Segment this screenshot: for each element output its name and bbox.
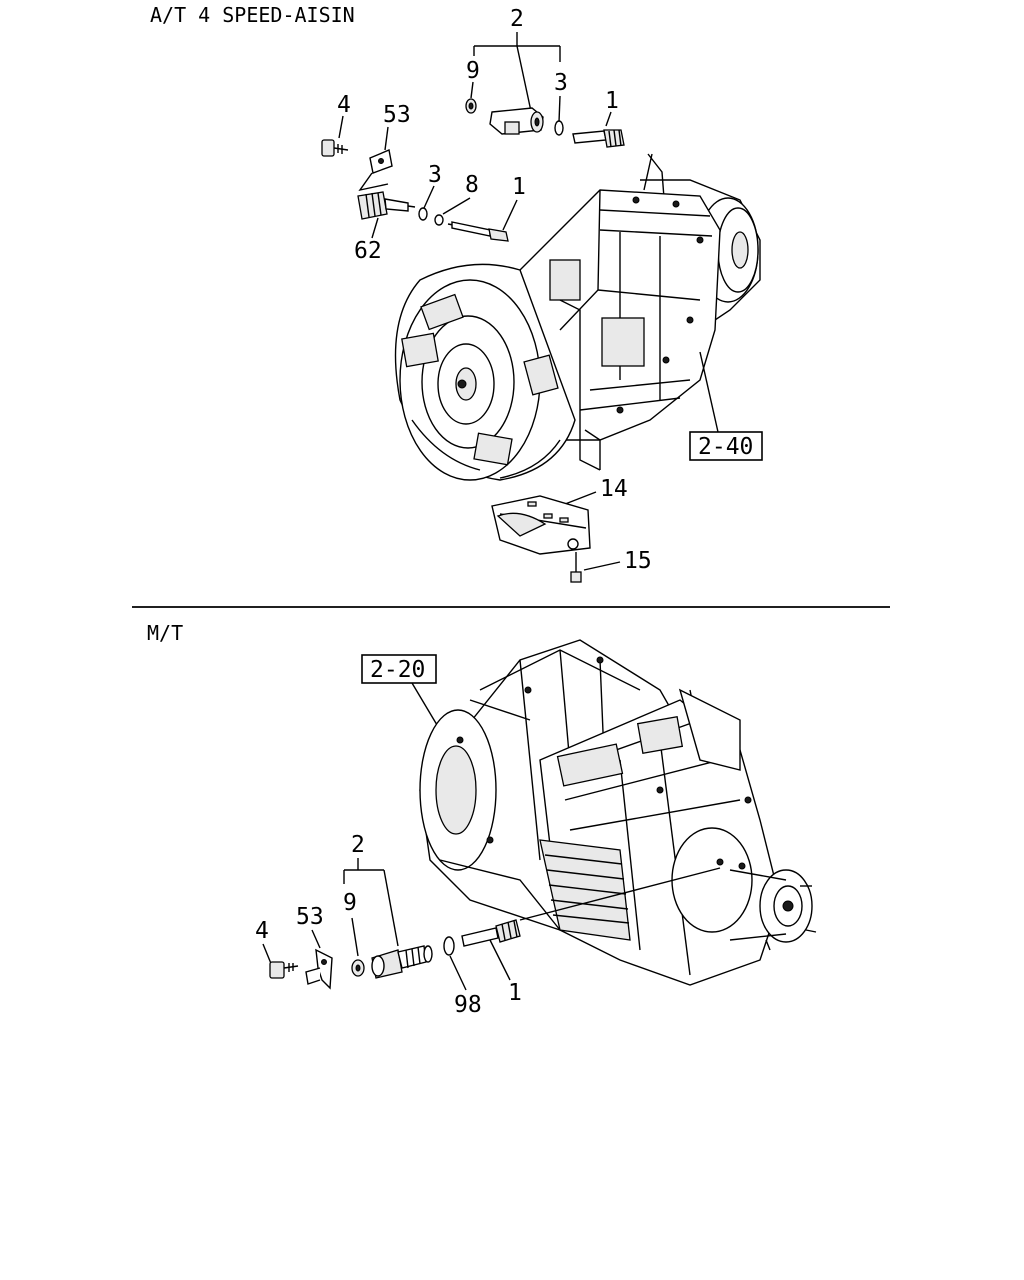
at-callout-2: 2 [510,6,524,32]
mt-sleeve-2-icon [371,945,433,979]
at-ring-8-icon [434,214,444,226]
ref-2-40: 2-40 [698,434,753,460]
ref-box-2-20 [361,654,437,684]
mt-plug-9-icon [351,959,365,977]
at-oring-3b-icon [418,207,428,221]
at-bracket-2 [473,32,561,117]
mt-bracket-53-icon [305,948,333,990]
at-sleeve-2-icon [489,107,544,135]
ref-box-2-40 [689,431,763,461]
at-callout-1b: 1 [512,174,526,200]
automatic-transmission-icon [394,153,761,481]
at-callout-3b: 3 [428,162,442,188]
bolt-15-icon [570,552,582,583]
at-bolt-4-icon [321,139,349,157]
ref-2-20: 2-20 [370,657,425,683]
at-callout-3a: 3 [554,70,568,96]
mt-callout-4: 4 [255,918,269,944]
manual-transmission-icon [419,639,817,986]
at-callout-62: 62 [354,238,382,264]
cover-plate-14-icon [491,495,591,555]
at-oring-3a-icon [554,120,564,136]
mt-callout-9: 9 [343,890,357,916]
at-bracket-53-icon [358,149,393,192]
at-callout-8: 8 [465,172,479,198]
at-callout-15: 15 [624,548,652,574]
mt-callout-53: 53 [296,904,324,930]
at-section-title: A/T 4 SPEED-AISIN [150,3,355,27]
at-callout-4: 4 [337,92,351,118]
mt-section-title: M/T [147,621,183,645]
at-sleeve-62-icon [357,191,416,220]
at-driven-gear-1b-icon [447,221,509,242]
mt-callout-1: 1 [508,980,522,1006]
mt-callout-2: 2 [351,832,365,858]
at-plug-9-icon [465,98,477,114]
mt-bracket-2 [343,858,399,947]
mt-oring-98-icon [443,936,455,956]
mt-callout-98: 98 [454,992,482,1018]
at-driven-gear-1a-icon [572,129,625,148]
at-callout-1a: 1 [605,88,619,114]
mt-bolt-4-icon [269,961,299,979]
mt-driven-gear-1-icon [461,919,521,947]
at-callout-53: 53 [383,102,411,128]
at-callout-14: 14 [600,476,628,502]
at-callout-9: 9 [466,58,480,84]
